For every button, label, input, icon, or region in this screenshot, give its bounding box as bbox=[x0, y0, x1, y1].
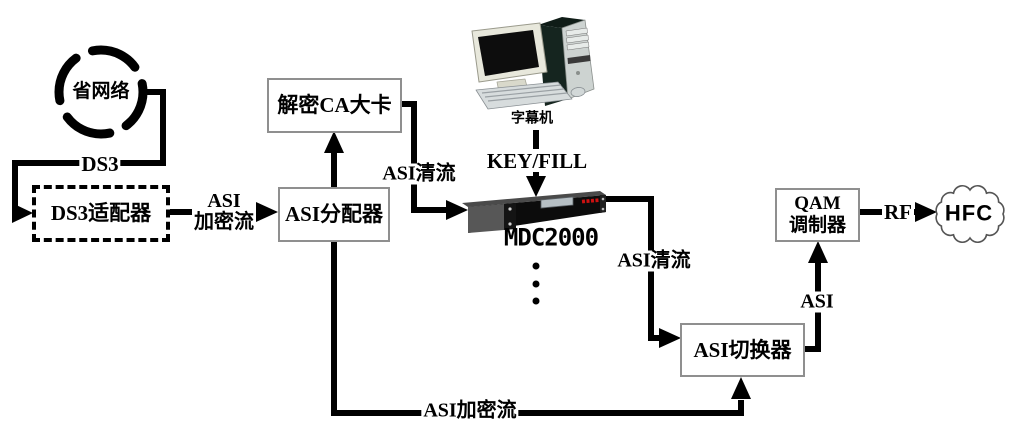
arrow-into-mdc-top bbox=[526, 176, 546, 197]
node-qam-modulator-line2: 调制器 bbox=[788, 215, 846, 236]
arrow-into-ds3-adapter bbox=[12, 203, 33, 223]
mdc-led-indicators bbox=[581, 198, 599, 204]
arrow-into-switcher-left bbox=[659, 328, 681, 348]
edge-label-key-fill: KEY/FILL bbox=[484, 148, 590, 173]
node-qam-modulator: QAM 调制器 bbox=[775, 188, 860, 242]
node-ds3-adapter: DS3适配器 bbox=[32, 185, 170, 242]
arrowheads bbox=[12, 131, 937, 399]
node-asi-distributor: ASI分配器 bbox=[278, 187, 390, 242]
edge-label-asi-clear-left: ASI清流 bbox=[380, 162, 458, 185]
edge-label-asi-encrypted-bottom: ASI加密流 bbox=[421, 399, 519, 422]
mdc2000-device bbox=[462, 191, 606, 233]
node-hfc-label: HFC bbox=[944, 200, 994, 226]
node-mdc2000-label: MDC2000 bbox=[503, 223, 599, 252]
edge-label-asi-encrypted-line2: 加密流 bbox=[194, 211, 254, 233]
arrow-into-hfc bbox=[915, 202, 937, 222]
connector-ca-to-mdc bbox=[402, 101, 449, 213]
node-provincial-network-label: 省网络 bbox=[72, 81, 130, 103]
node-ca-card: 解密CA大卡 bbox=[267, 78, 402, 133]
node-subtitle-machine-label: 字幕机 bbox=[509, 111, 555, 128]
node-asi-distributor-label: ASI分配器 bbox=[284, 202, 384, 227]
arrow-into-ca-card bbox=[324, 131, 344, 153]
node-ds3-adapter-label: DS3适配器 bbox=[50, 201, 152, 226]
edge-label-asi-encrypted: ASI 加密流 bbox=[192, 191, 256, 233]
edge-label-rf: RF bbox=[882, 199, 914, 224]
computer-illustration bbox=[471, 17, 595, 110]
hfc-cloud-shape bbox=[935, 184, 1005, 244]
arrow-into-qam bbox=[808, 241, 828, 263]
edge-label-asi-clear-right: ASI清流 bbox=[615, 249, 693, 272]
arrow-into-switcher-bottom bbox=[731, 377, 751, 399]
edge-label-ds3: DS3 bbox=[79, 151, 121, 176]
edge-label-asi: ASI bbox=[798, 290, 836, 313]
arrow-into-mdc-left bbox=[446, 200, 468, 220]
node-asi-switcher-label: ASI切换器 bbox=[693, 337, 792, 362]
arrow-into-asi-distributor bbox=[256, 202, 278, 222]
connector-asi-encrypted-bottom bbox=[331, 242, 744, 416]
node-asi-switcher: ASI切换器 bbox=[680, 323, 805, 377]
edge-label-asi-encrypted-line1: ASI bbox=[207, 190, 241, 212]
node-ca-card-label: 解密CA大卡 bbox=[277, 93, 392, 118]
ellipsis-dots bbox=[532, 262, 540, 305]
node-qam-modulator-line1: QAM bbox=[794, 193, 841, 215]
mdc-lcd-display bbox=[540, 196, 574, 209]
connector-ds3 bbox=[12, 89, 166, 213]
